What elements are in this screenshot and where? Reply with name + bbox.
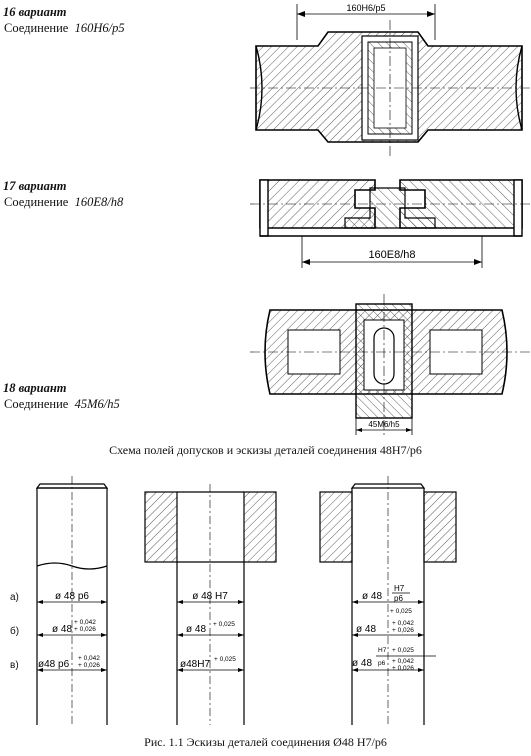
tolerance-scheme-caption: Схема полей допусков и эскизы деталей со… — [109, 443, 422, 457]
figure-17-dimension: 160E8/h8 — [368, 249, 415, 261]
figure-16-svg: 160H6/p5 — [250, 3, 531, 158]
assembly-label-b-lower: + 0,026 — [392, 627, 414, 634]
assembly-label-b-base: ø 48 — [356, 624, 376, 635]
assembly-label-a-num: H7 — [394, 584, 405, 593]
fit-sketches-svg: ø 48 p6 ø 48 + 0,042 + 0,026 ø48 p6 + 0,… — [35, 476, 457, 725]
assembly-label-b-top: + 0,025 — [390, 608, 412, 615]
variant-18-label: Соединение — [4, 397, 69, 411]
assembly-label-c-num: H7 — [378, 647, 387, 654]
variant-17-label: Соединение — [4, 195, 69, 209]
variant-18-connection: Соединение 45M6/h5 — [3, 396, 120, 412]
variant-17-fit: 160E8/h8 — [74, 195, 124, 209]
shaft-label-b-upper: + 0,042 — [74, 619, 96, 626]
fit-sketches: ø 48 p6 ø 48 + 0,042 + 0,026 ø48 p6 + 0,… — [0, 470, 531, 730]
hole-label-c-upper: + 0,025 — [214, 656, 236, 663]
assembly-label-a-base: ø 48 — [362, 591, 382, 602]
variant-17-connection: Соединение 160E8/h8 — [3, 194, 123, 210]
hole-sketch — [144, 484, 277, 725]
figure-18-svg: 45M6/h5 — [250, 294, 531, 436]
variant-16-fit: 160H6/p5 — [74, 21, 125, 35]
assembly-label-c-base: ø 48 — [352, 658, 372, 669]
row-label-b: б) — [10, 626, 20, 637]
variant-16-title: 16 вариант — [3, 5, 67, 19]
variant-18: 18 вариант Соединение 45M6/h5 — [3, 380, 120, 412]
variant-17: 17 вариант Соединение 160E8/h8 — [3, 178, 123, 210]
row-label-c: в) — [10, 660, 19, 671]
hole-label-b-upper: + 0,025 — [213, 621, 235, 628]
figure-18-dimension: 45M6/h5 — [368, 420, 400, 429]
shaft-label-b-base: ø 48 — [52, 624, 72, 635]
shaft-label-a: ø 48 p6 — [55, 591, 89, 602]
assembly-label-b-upper: + 0,042 — [392, 620, 414, 627]
shaft-label-c-base: ø48 p6 — [38, 659, 70, 670]
row-label-a: а) — [10, 592, 19, 603]
figure-18-drawing: 45M6/h5 — [250, 290, 531, 440]
assembly-sketch — [319, 476, 457, 725]
assembly-label-c-num-dev: + 0,025 — [392, 647, 414, 654]
assembly-label-c-den-lower: + 0,026 — [392, 665, 414, 672]
variant-16-label: Соединение — [4, 21, 69, 35]
shaft-label-b-lower: + 0,026 — [74, 626, 96, 633]
figure-16-drawing: 160H6/p5 — [250, 0, 531, 160]
hole-label-b-base: ø 48 — [186, 624, 206, 635]
variant-18-fit: 45M6/h5 — [74, 397, 120, 411]
figure-caption: Рис. 1.1 Эскизы деталей соединения Ø48 H… — [144, 735, 387, 749]
variant-16: 16 вариант Соединение 160H6/p5 — [3, 4, 125, 36]
hole-label-a: ø 48 H7 — [192, 591, 228, 602]
figure-17-svg: 160E8/h8 — [250, 179, 531, 268]
assembly-label-c-den-upper: + 0,042 — [392, 658, 414, 665]
shaft-label-c-upper: + 0,042 — [78, 655, 100, 662]
figure-17-drawing: 160E8/h8 — [250, 170, 531, 280]
variant-17-title: 17 вариант — [3, 179, 67, 193]
variant-18-title: 18 вариант — [3, 381, 67, 395]
variant-16-connection: Соединение 160H6/p5 — [3, 20, 125, 36]
assembly-label-c-den: p6 — [378, 660, 386, 667]
shaft-sketch — [35, 476, 109, 725]
hole-label-c-base: ø48H7 — [180, 659, 210, 670]
assembly-label-a-den: p6 — [394, 594, 403, 603]
shaft-label-c-lower: + 0,026 — [78, 662, 100, 669]
figure-16-dimension: 160H6/p5 — [346, 3, 385, 13]
